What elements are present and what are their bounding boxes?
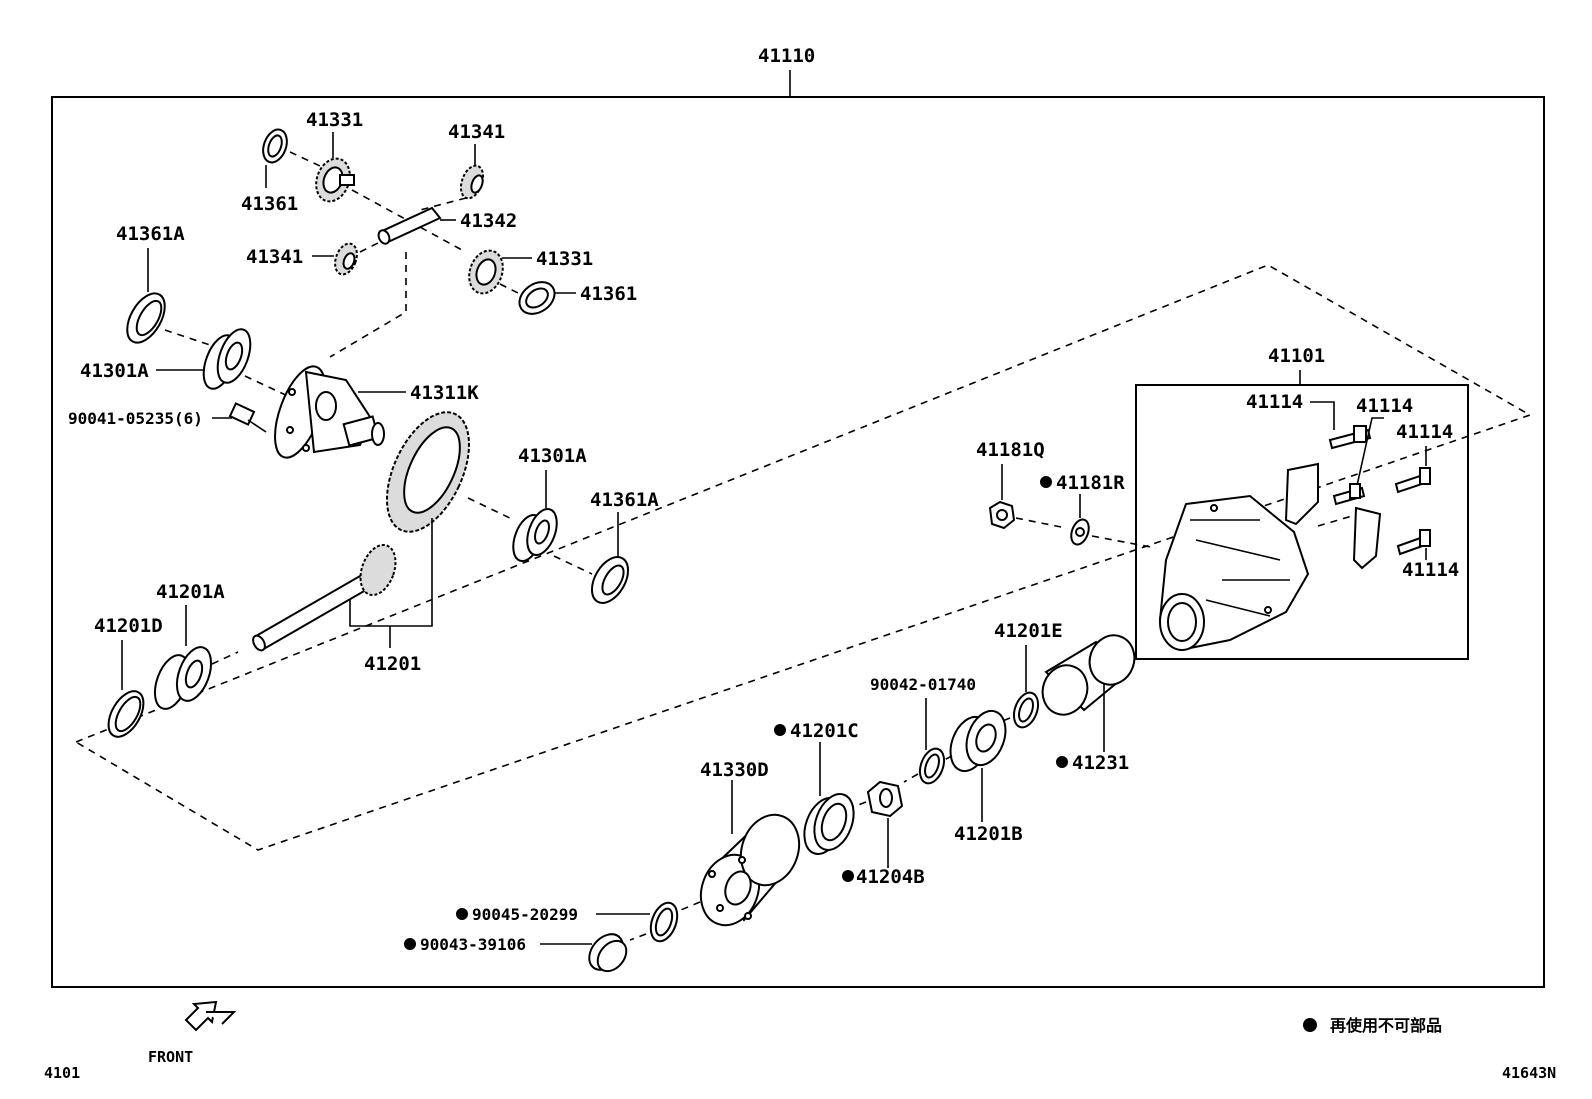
legend-marker	[1303, 1018, 1317, 1032]
figure-number: 4101	[44, 1064, 80, 1082]
callout-41361A-top[interactable]: 41361A	[116, 223, 185, 245]
assembly-number[interactable]: 41110	[758, 45, 815, 67]
front-arrow-icon	[184, 1000, 237, 1032]
callout-41101[interactable]: 41101	[1268, 345, 1325, 367]
callout-41201B[interactable]: 41201B	[954, 823, 1023, 845]
callout-41341-left[interactable]: 41341	[246, 246, 303, 268]
carrier-box	[1135, 384, 1469, 660]
callout-90043-39106[interactable]: 90043-39106	[420, 935, 526, 954]
callout-41204B[interactable]: 41204B	[856, 866, 925, 888]
bearing-cap-upper[interactable]	[1284, 462, 1319, 526]
non-reusable-marker-41231	[1056, 756, 1068, 768]
callout-41181R[interactable]: 41181R	[1056, 472, 1125, 494]
callout-41301A-left[interactable]: 41301A	[80, 360, 149, 382]
callout-41114-b[interactable]: 41114	[1356, 395, 1413, 417]
callout-41114-c[interactable]: 41114	[1396, 421, 1453, 443]
callout-41301A-right[interactable]: 41301A	[518, 445, 587, 467]
nut-41204B[interactable]	[866, 780, 904, 818]
nut-41181Q[interactable]	[988, 500, 1016, 530]
non-reusable-marker-90045	[456, 908, 468, 920]
callout-41331-mid[interactable]: 41331	[536, 248, 593, 270]
callout-41201A[interactable]: 41201A	[156, 581, 225, 603]
cap-90043-39106[interactable]	[582, 928, 632, 977]
pinion-gear-41341-left[interactable]	[331, 241, 361, 278]
bearing-41201A[interactable]	[148, 643, 217, 714]
bolt-41114-b[interactable]	[1332, 483, 1366, 506]
callout-41114-d[interactable]: 41114	[1402, 559, 1459, 581]
legend-note: 再使用不可部品	[1330, 1016, 1442, 1035]
non-reusable-marker-41181R	[1040, 476, 1052, 488]
bearing-41301A-right[interactable]	[508, 505, 563, 565]
front-label: FRONT	[148, 1048, 193, 1066]
callout-90045-20299[interactable]: 90045-20299	[472, 905, 578, 924]
ring-gear[interactable]	[370, 400, 486, 545]
callout-90041-05235[interactable]: 90041-05235(6)	[68, 409, 203, 428]
callout-41231[interactable]: 41231	[1072, 752, 1129, 774]
side-gear-41331-top[interactable]	[310, 154, 355, 206]
diff-case-41311K[interactable]	[265, 360, 385, 464]
carrier-housing[interactable]	[1158, 494, 1310, 651]
bearing-cap-lower[interactable]	[1352, 506, 1382, 570]
callout-41181Q[interactable]: 41181Q	[976, 439, 1045, 461]
illustration-code: 41643N	[1502, 1064, 1556, 1082]
bolt-41114-d[interactable]	[1396, 529, 1431, 556]
non-reusable-marker-41201C	[774, 724, 786, 736]
non-reusable-marker-41204B	[842, 870, 854, 882]
callout-41201C[interactable]: 41201C	[790, 720, 859, 742]
callout-41330D[interactable]: 41330D	[700, 759, 769, 781]
drive-pinion-41201[interactable]	[251, 540, 402, 652]
non-reusable-marker-90043	[404, 938, 416, 950]
side-gear-41331-mid[interactable]	[463, 246, 508, 298]
bolt-41114-c[interactable]	[1394, 467, 1431, 494]
callout-41361A-right[interactable]: 41361A	[590, 489, 659, 511]
callout-41341-top[interactable]: 41341	[448, 121, 505, 143]
callout-41201D[interactable]: 41201D	[94, 615, 163, 637]
assembly-frame	[51, 96, 1545, 988]
callout-41331-top[interactable]: 41331	[306, 109, 363, 131]
pinion-gear-41341-top[interactable]	[457, 163, 487, 202]
callout-41342[interactable]: 41342	[460, 210, 517, 232]
callout-41361-mid[interactable]: 41361	[580, 283, 637, 305]
bearing-41301A-left[interactable]	[197, 325, 256, 393]
companion-flange-41330D[interactable]	[691, 807, 808, 934]
callout-41201[interactable]: 41201	[364, 653, 421, 675]
callout-41114-a[interactable]: 41114	[1246, 391, 1303, 413]
pinion-shaft-41342[interactable]	[377, 206, 442, 245]
spacer-41231[interactable]	[1036, 629, 1141, 721]
callout-90042-01740[interactable]: 90042-01740	[870, 675, 976, 694]
callout-41361-top[interactable]: 41361	[241, 193, 298, 215]
bolt-41114-a[interactable]	[1328, 425, 1372, 450]
bearing-41201B[interactable]	[944, 706, 1013, 777]
callout-41311K[interactable]: 41311K	[410, 382, 479, 404]
ring-gear-bolt-90041[interactable]	[228, 402, 267, 433]
callout-41201E[interactable]: 41201E	[994, 620, 1063, 642]
oil-seal-41201C[interactable]	[797, 789, 861, 860]
